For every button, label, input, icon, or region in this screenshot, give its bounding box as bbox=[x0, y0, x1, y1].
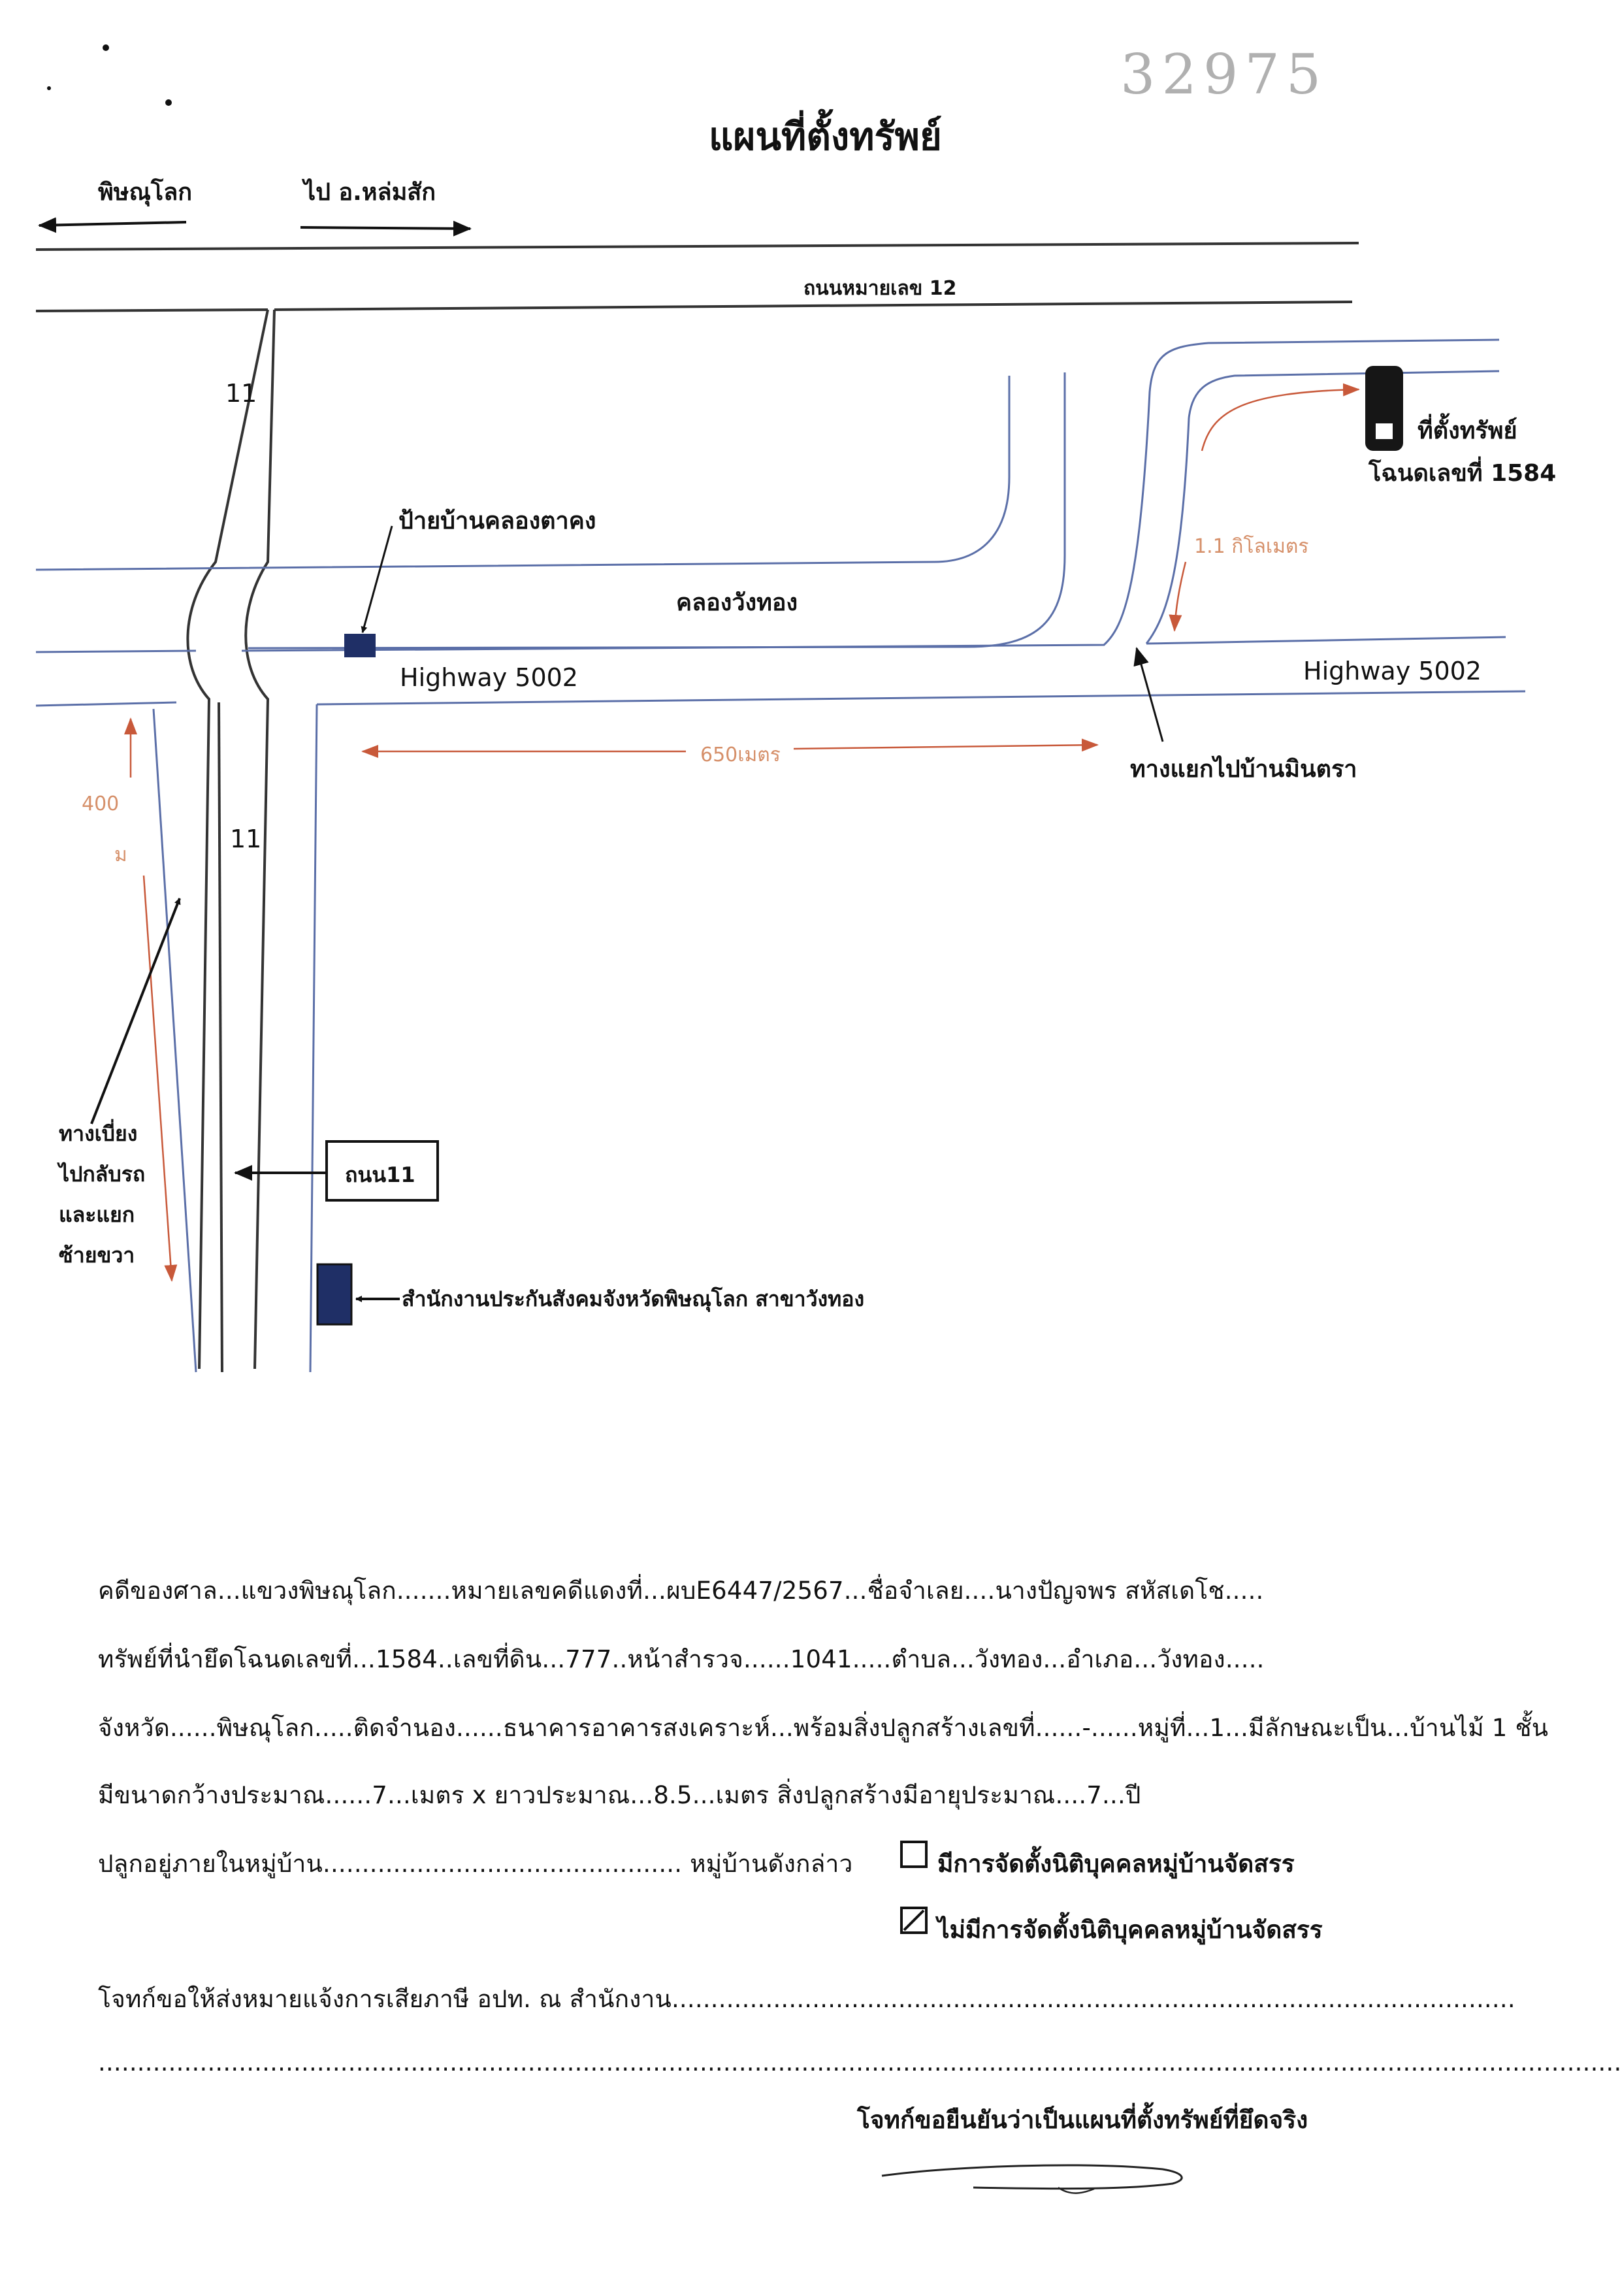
distance-1-1km-arrow-top bbox=[1201, 383, 1360, 451]
road-11-label-bottom: 11 bbox=[230, 825, 262, 853]
arrow-to-phitsanulok bbox=[38, 217, 187, 233]
option-has-juristic-label: มีการจัดตั้งนิติบุคคลหมู่บ้านจัดสรร bbox=[937, 1850, 1295, 1878]
location-map bbox=[35, 44, 1526, 1373]
property-label: ที่ตั้งทรัพย์ bbox=[1418, 418, 1517, 444]
uturn-line-3: และแยก bbox=[59, 1202, 135, 1227]
road-11-right-edge bbox=[244, 309, 276, 1369]
office-label: สำนักงานประกันสังคมจังหวัดพิษณุโลก สาขาว… bbox=[402, 1287, 865, 1311]
confirmation-text: โจทก์ขอยืนยันว่าเป็นแผนที่ตั้งทรัพย์ที่ย… bbox=[857, 2106, 1308, 2134]
uturn-line-2: ไปกลับรถ bbox=[59, 1162, 146, 1187]
signature bbox=[881, 2164, 1183, 2194]
road-11-median bbox=[218, 702, 223, 1373]
distance-650-label: 650เมตร bbox=[700, 744, 781, 766]
option-no-juristic-checkbox[interactable] bbox=[900, 1907, 928, 1934]
junction-pointer bbox=[1133, 647, 1164, 742]
deed-label: โฉนดเลขที่ 1584 bbox=[1369, 460, 1557, 487]
highway-12-south-edge-left bbox=[35, 308, 268, 312]
highway-12-label: ถนนหมายเลข 12 bbox=[803, 277, 957, 300]
handwritten-number: 32975 bbox=[1120, 42, 1328, 107]
form-line-size: มีขนาดกว้างประมาณ......7...เมตร x ยาวประ… bbox=[98, 1781, 1141, 1809]
canal-label: คลองวังทอง bbox=[676, 589, 798, 616]
form-line-tax: โจทก์ขอให้ส่งหมายแจ้งการเสียภาษี อปท. ณ … bbox=[98, 1985, 1515, 2013]
road-11-east-edge bbox=[309, 704, 318, 1373]
option-has-juristic-checkbox[interactable] bbox=[900, 1841, 928, 1868]
road-11-label-top: 11 bbox=[225, 379, 257, 408]
property-marker bbox=[1365, 366, 1403, 451]
form-line-deed: ทรัพย์ที่นำยึดโฉนดเลขที่...1584..เลขที่ด… bbox=[98, 1645, 1265, 1673]
road-11-left-edge bbox=[186, 309, 269, 1369]
property-marker-window bbox=[1376, 423, 1393, 439]
distance-1-1km-arrow-bottom bbox=[1169, 561, 1187, 632]
distance-400-unit: ม bbox=[114, 844, 127, 866]
checkbox-slash-mark bbox=[903, 1909, 925, 1931]
highway-5002-north-edge-left bbox=[35, 649, 197, 653]
road-11-west-edge bbox=[152, 708, 197, 1373]
page-title: แผนที่ตั้งทรัพย์ bbox=[709, 114, 942, 159]
road11-box bbox=[325, 1140, 439, 1202]
arrow-to-lom-sak bbox=[300, 220, 472, 237]
junction-label: ทางแยกไปบ้านมินตรา bbox=[1130, 756, 1357, 783]
form-line-case: คดีของศาล...แขวงพิษณุโลก.......หมายเลขคด… bbox=[98, 1577, 1264, 1605]
distance-400-label: 400 bbox=[82, 793, 120, 815]
uturn-line-1: ทางเบี่ยง bbox=[59, 1121, 138, 1146]
sign-marker bbox=[344, 634, 376, 657]
highway-5002-north-edge bbox=[241, 338, 1500, 652]
speck bbox=[165, 99, 172, 106]
highway-5002-south-edge bbox=[316, 690, 1526, 706]
sign-pointer bbox=[361, 525, 393, 633]
uturn-line-4: ซ้ายขวา bbox=[59, 1243, 135, 1268]
direction-left-label: พิษณุโลก bbox=[98, 179, 193, 206]
form-line-province: จังหวัด......พิษณุโลก.....ติดจำนอง......… bbox=[98, 1714, 1549, 1742]
sign-label: ป้ายบ้านคลองตาคง bbox=[398, 508, 596, 534]
uturn-pointer bbox=[90, 898, 181, 1124]
distance-1-1km-label: 1.1 กิโลเมตร bbox=[1194, 535, 1309, 558]
side-road-inner-edge bbox=[1145, 370, 1500, 644]
canal-north-bank bbox=[35, 376, 1011, 571]
highway-5002-north-edge-right bbox=[1146, 636, 1506, 645]
road11-box-label: ถนน11 bbox=[345, 1162, 415, 1187]
option-no-juristic-label: ไม่มีการจัดตั้งนิติบุคคลหมู่บ้านจัดสรร bbox=[937, 1916, 1323, 1944]
highway-12-north-edge bbox=[35, 242, 1359, 251]
form-line-village: ปลูกอยู่ภายในหมู่บ้าน...................… bbox=[98, 1850, 853, 1878]
speck bbox=[103, 44, 109, 51]
road-11-west-outer bbox=[35, 701, 177, 707]
speck bbox=[47, 86, 51, 90]
direction-right-label: ไป อ.หล่มสัก bbox=[304, 179, 436, 206]
distance-400-arrow-bottom bbox=[142, 875, 178, 1282]
office-marker bbox=[316, 1263, 353, 1326]
highway-5002-label-right: Highway 5002 bbox=[1303, 657, 1482, 685]
highway-12-south-edge-right bbox=[274, 301, 1353, 311]
form-line-blank: ........................................… bbox=[98, 2048, 1620, 2076]
highway-5002-label-left: Highway 5002 bbox=[400, 663, 578, 692]
canal-south-bank bbox=[248, 372, 1066, 649]
distance-650-arrow-right bbox=[793, 738, 1099, 752]
